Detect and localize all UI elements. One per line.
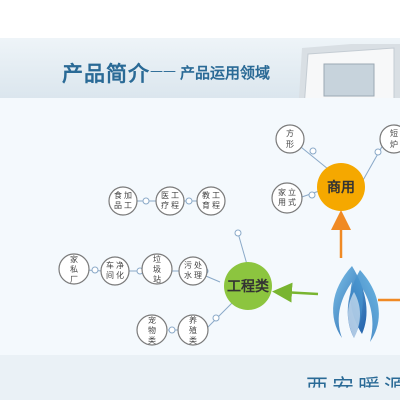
thermostat-device-image xyxy=(298,44,400,110)
svg-text:类: 类 xyxy=(148,335,156,345)
node-dui: 短 炉 xyxy=(379,124,400,154)
hub-commercial-label: 商用 xyxy=(327,179,355,196)
node-chejian: 车 净 间 化 xyxy=(100,256,130,286)
flame-logo-icon xyxy=(333,266,379,342)
svg-text:疗: 疗 xyxy=(161,200,169,210)
svg-text:厂: 厂 xyxy=(70,275,78,284)
node-fangxing-line1: 方 xyxy=(286,128,294,138)
node-fangxing: 方 形 xyxy=(275,124,305,154)
svg-text:理: 理 xyxy=(194,271,202,280)
svg-text:物: 物 xyxy=(148,325,156,335)
svg-text:式: 式 xyxy=(288,197,296,207)
node-jiaoyu: 教 工 育 程 xyxy=(196,186,226,216)
hub-commercial: 商用 xyxy=(317,163,365,211)
page-title: 产品简介 xyxy=(62,62,150,86)
company-name-partial: 西安暖源 xyxy=(306,370,400,388)
svg-text:家: 家 xyxy=(278,187,286,197)
node-jiating: 家 立 用 式 xyxy=(271,182,303,214)
svg-text:工: 工 xyxy=(171,191,179,200)
svg-text:私: 私 xyxy=(70,265,78,274)
svg-text:教: 教 xyxy=(202,190,210,200)
svg-text:程: 程 xyxy=(171,201,179,210)
svg-text:净: 净 xyxy=(116,260,124,270)
title-separator: —— xyxy=(150,64,176,79)
svg-text:养: 养 xyxy=(189,315,197,325)
node-fangxing-line2: 形 xyxy=(286,140,294,149)
svg-text:加: 加 xyxy=(124,190,132,200)
svg-text:类: 类 xyxy=(189,335,197,345)
svg-text:品: 品 xyxy=(114,201,122,210)
node-wushui: 污 处 水 理 xyxy=(178,256,208,286)
hub-engineering-label: 工程类 xyxy=(227,278,270,295)
node-yiliao: 医 工 疗 程 xyxy=(155,186,185,216)
svg-text:短: 短 xyxy=(390,128,398,138)
node-jiasi: 家 私 厂 xyxy=(58,253,90,285)
svg-text:站: 站 xyxy=(153,274,161,284)
svg-text:育: 育 xyxy=(202,200,210,210)
node-laji: 垃 圾 站 xyxy=(141,253,173,285)
svg-text:家: 家 xyxy=(70,254,78,264)
svg-text:工: 工 xyxy=(212,191,220,200)
svg-text:炉: 炉 xyxy=(390,139,398,149)
hub-engineering: 工程类 xyxy=(224,262,272,310)
svg-text:立: 立 xyxy=(288,187,296,197)
svg-text:处: 处 xyxy=(194,260,202,270)
node-yangzhi: 养 殖 类 xyxy=(177,314,209,346)
svg-text:化: 化 xyxy=(116,270,124,280)
node-shipin: 食 加 品 工 xyxy=(108,186,138,216)
svg-text:用: 用 xyxy=(278,198,286,207)
svg-text:污: 污 xyxy=(184,260,192,270)
node-chongwu: 宠 物 类 xyxy=(136,314,168,346)
svg-text:医: 医 xyxy=(161,191,169,200)
svg-text:间: 间 xyxy=(106,271,114,280)
svg-text:程: 程 xyxy=(212,201,220,210)
arrow-to-engineering xyxy=(272,282,319,303)
svg-text:车: 车 xyxy=(106,260,114,270)
svg-text:宠: 宠 xyxy=(148,315,156,325)
svg-text:水: 水 xyxy=(184,270,192,280)
page-subtitle: 产品运用领域 xyxy=(180,64,271,82)
svg-text:工: 工 xyxy=(124,201,132,210)
svg-text:圾: 圾 xyxy=(153,264,161,274)
svg-text:殖: 殖 xyxy=(189,325,197,335)
svg-text:垃: 垃 xyxy=(153,254,161,264)
footer-band xyxy=(0,355,400,400)
svg-text:食: 食 xyxy=(114,190,122,200)
